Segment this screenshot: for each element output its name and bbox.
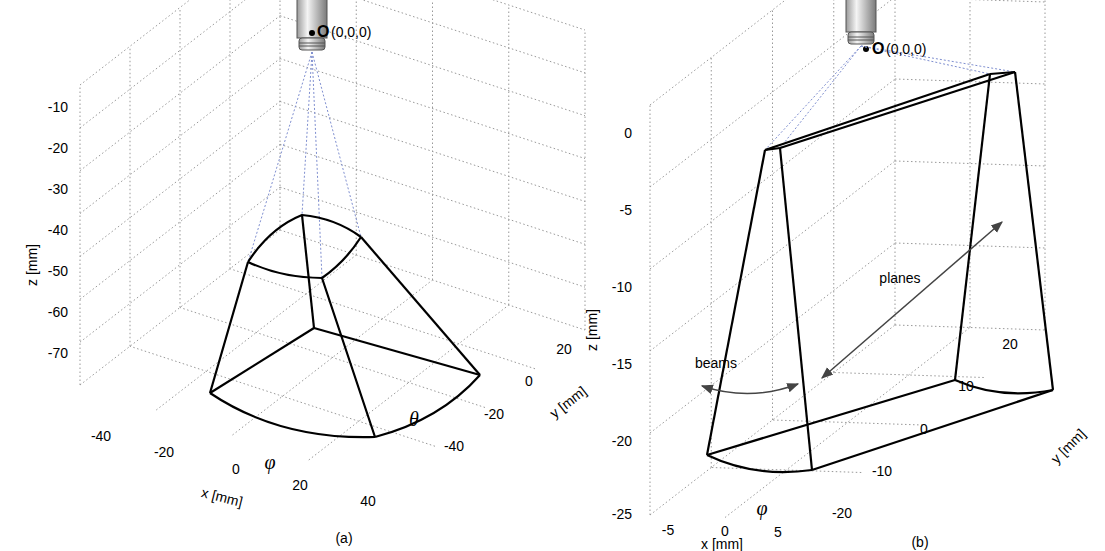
axis-label: -40 xyxy=(91,429,111,443)
axis-label: -25 xyxy=(612,507,632,521)
grid-line xyxy=(711,58,712,468)
grid-line xyxy=(650,105,651,515)
axis-label: (0,0,0) xyxy=(331,25,371,39)
axis-label: -20 xyxy=(832,506,852,520)
axis-label: -20 xyxy=(484,407,504,421)
axis-label: y [mm] xyxy=(547,384,589,421)
grid-line xyxy=(772,10,773,420)
axis-label: y [mm] xyxy=(1048,426,1088,466)
axis-label: -10 xyxy=(612,280,632,294)
axis-label: -20 xyxy=(612,434,632,448)
grid-line xyxy=(130,46,131,346)
grid-line xyxy=(230,269,535,369)
axis-label: 0 xyxy=(721,524,729,538)
axis-label: 10 xyxy=(958,379,974,393)
origin-dot xyxy=(309,30,315,36)
grid-line xyxy=(650,161,895,351)
axis-label: 0 xyxy=(624,126,632,140)
axis-label: 0 xyxy=(920,422,928,436)
grid-line xyxy=(180,8,181,308)
grid-line xyxy=(895,161,1045,166)
axis-label: z [mm] xyxy=(585,309,599,351)
axis-label: 20 xyxy=(556,342,572,356)
grid-line xyxy=(432,0,433,280)
grid-line xyxy=(80,144,280,299)
axis-label: (a) xyxy=(335,531,352,545)
axis-label: 0 xyxy=(232,462,240,476)
grid-line xyxy=(280,101,585,201)
grid-line xyxy=(970,0,971,328)
axis-label: -40 xyxy=(444,439,464,453)
grid-line xyxy=(280,187,585,287)
grid-line xyxy=(650,79,895,269)
grid-line xyxy=(508,5,509,305)
axis-label: planes xyxy=(879,271,920,285)
grid-line xyxy=(80,85,81,385)
axis-label: -5 xyxy=(620,203,632,217)
grid-line xyxy=(280,0,281,230)
pyramidal-volume xyxy=(210,215,480,437)
axis-label: x [mm] xyxy=(200,485,244,509)
axis-label: -5 xyxy=(662,523,674,537)
axis-label: (b) xyxy=(911,535,928,549)
axis-label: 20 xyxy=(292,478,308,492)
axis-label: (0,0,0) xyxy=(886,42,926,56)
grid-line xyxy=(80,59,280,214)
dimension-arrow xyxy=(702,222,1002,394)
axis-label: beams xyxy=(695,356,737,370)
axis-label: -30 xyxy=(48,182,68,196)
axis-label: z [mm] xyxy=(25,244,39,286)
grid-line xyxy=(773,420,923,425)
grid-line xyxy=(1045,0,1046,330)
axis-label: -20 xyxy=(48,141,68,155)
axis-label: -50 xyxy=(48,264,68,278)
angle-symbol: θ xyxy=(409,409,419,429)
grid-line xyxy=(585,30,586,330)
grid-line xyxy=(650,0,895,187)
beam-rays xyxy=(248,46,1015,278)
grid-line xyxy=(833,0,834,373)
grid-line xyxy=(895,0,1045,2)
axis-label: 40 xyxy=(360,494,376,508)
grid-line xyxy=(650,243,895,433)
grid-line xyxy=(280,0,585,73)
grid-line xyxy=(130,346,435,446)
axis-label: -10 xyxy=(872,464,892,478)
axis-label: x [mm] xyxy=(701,537,743,551)
angle-symbol: φ xyxy=(756,498,767,518)
grid-line xyxy=(280,16,585,116)
grid-line xyxy=(80,187,280,342)
axis-label: 0 xyxy=(525,374,533,388)
grid-line xyxy=(180,308,485,408)
grid-line xyxy=(650,0,895,105)
axis-label: -60 xyxy=(48,305,68,319)
linear-volume xyxy=(707,72,1053,472)
grid-line xyxy=(280,59,585,159)
grid-line xyxy=(230,0,231,269)
axis-label: -10 xyxy=(48,100,68,114)
axis-label: -20 xyxy=(154,445,174,459)
grid-line xyxy=(80,16,280,171)
axis-label: 5 xyxy=(774,525,782,539)
axis-label: -15 xyxy=(612,357,632,371)
probe-icon xyxy=(846,0,876,44)
axis-label: 20 xyxy=(1002,337,1018,351)
grid-line xyxy=(80,0,280,85)
axis-label: -70 xyxy=(48,346,68,360)
axis-label: O xyxy=(317,24,329,40)
axis-label: O xyxy=(872,41,884,57)
angle-symbol: φ xyxy=(264,452,275,472)
grid-line xyxy=(80,101,280,256)
grid-line xyxy=(80,0,280,128)
grid-line xyxy=(834,373,984,378)
grid-line xyxy=(280,144,585,244)
axis-label: -40 xyxy=(48,223,68,237)
